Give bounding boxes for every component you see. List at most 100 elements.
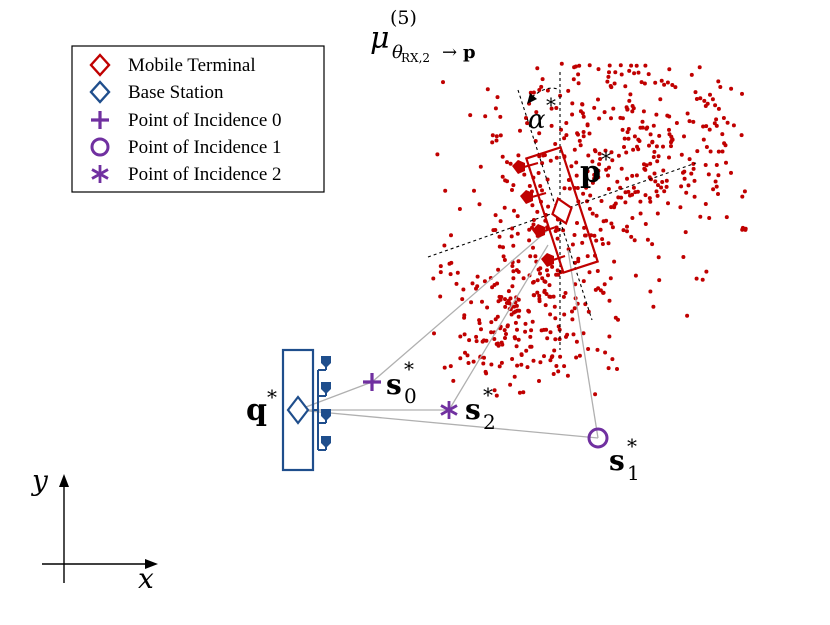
particle <box>612 259 617 264</box>
mobile-terminal-array <box>512 145 600 275</box>
particle <box>597 162 602 167</box>
particle <box>641 109 646 114</box>
top-label-sub-sub: RX,2 <box>401 51 430 65</box>
particle <box>545 336 550 341</box>
particle <box>702 98 707 103</box>
particle <box>585 123 590 128</box>
particle <box>576 81 581 86</box>
particle <box>682 134 686 139</box>
antenna-feed <box>552 255 566 261</box>
ray-s0-mt <box>371 229 549 383</box>
particle <box>655 159 660 164</box>
particle <box>443 188 448 193</box>
particle <box>516 314 521 319</box>
particle <box>466 361 471 365</box>
particle <box>522 172 527 177</box>
particle <box>664 184 669 189</box>
particle <box>530 203 535 208</box>
particle <box>711 187 716 192</box>
particle <box>489 330 494 335</box>
particle <box>523 329 528 334</box>
particle <box>548 358 553 363</box>
particle <box>562 364 567 369</box>
label-incidence-0-sup: * <box>404 357 414 381</box>
particle <box>593 392 598 397</box>
diamond-icon <box>89 53 111 77</box>
particle <box>691 161 696 166</box>
particle <box>640 119 645 124</box>
particle <box>500 174 505 179</box>
particle <box>572 147 577 152</box>
particle <box>570 242 575 247</box>
particle <box>478 164 483 169</box>
particle <box>590 159 595 164</box>
particle <box>511 243 516 248</box>
particle <box>480 339 485 344</box>
particle <box>631 185 636 190</box>
particle <box>544 292 549 296</box>
ray-s2-mt <box>448 244 549 411</box>
top-label: μ <box>370 21 390 56</box>
antenna-icon <box>512 160 525 174</box>
particle <box>574 173 579 178</box>
particle <box>503 297 507 302</box>
particle <box>525 365 530 370</box>
particle <box>448 272 453 277</box>
particle <box>503 336 507 340</box>
particle <box>482 355 486 360</box>
particle <box>594 238 599 243</box>
particle <box>490 285 495 290</box>
particle <box>607 63 612 68</box>
particle <box>490 140 495 145</box>
particle <box>716 192 720 196</box>
particle <box>572 306 577 311</box>
particle <box>582 225 587 230</box>
particle <box>577 63 582 68</box>
particle <box>667 155 671 160</box>
particle <box>670 83 675 87</box>
ray-s1-mt <box>567 249 599 439</box>
circle-icon <box>90 137 110 157</box>
particle <box>600 242 605 246</box>
particle <box>643 167 648 172</box>
particle <box>593 149 598 154</box>
particle <box>692 178 697 183</box>
particle <box>667 67 672 72</box>
particle <box>491 228 496 233</box>
particle <box>508 382 513 387</box>
particle <box>547 283 552 288</box>
x-axis-arrow <box>145 559 158 569</box>
particle <box>648 132 653 137</box>
particle <box>607 70 611 75</box>
particle <box>599 199 604 203</box>
particle <box>547 294 552 299</box>
legend-box <box>71 45 325 193</box>
particle <box>622 136 627 141</box>
particle <box>458 356 463 361</box>
particle <box>620 116 625 121</box>
particle <box>638 199 643 204</box>
particle <box>482 279 487 284</box>
particle <box>494 138 499 143</box>
particle <box>538 360 543 365</box>
particle <box>708 149 713 154</box>
particle <box>447 261 452 266</box>
particle <box>438 270 443 275</box>
particle <box>596 67 601 72</box>
particle <box>502 328 507 333</box>
particle <box>597 151 602 156</box>
particle <box>701 137 706 142</box>
particle <box>562 186 567 191</box>
particle <box>505 324 510 329</box>
label-incidence-2-sup: * <box>483 383 493 407</box>
particle <box>720 149 725 154</box>
particle <box>609 116 613 121</box>
particle <box>493 213 498 218</box>
particle <box>630 216 635 220</box>
particle <box>656 183 660 188</box>
particle <box>667 127 671 132</box>
particle <box>706 172 711 177</box>
particle <box>558 354 563 359</box>
particle <box>551 372 556 376</box>
particle <box>531 90 536 95</box>
